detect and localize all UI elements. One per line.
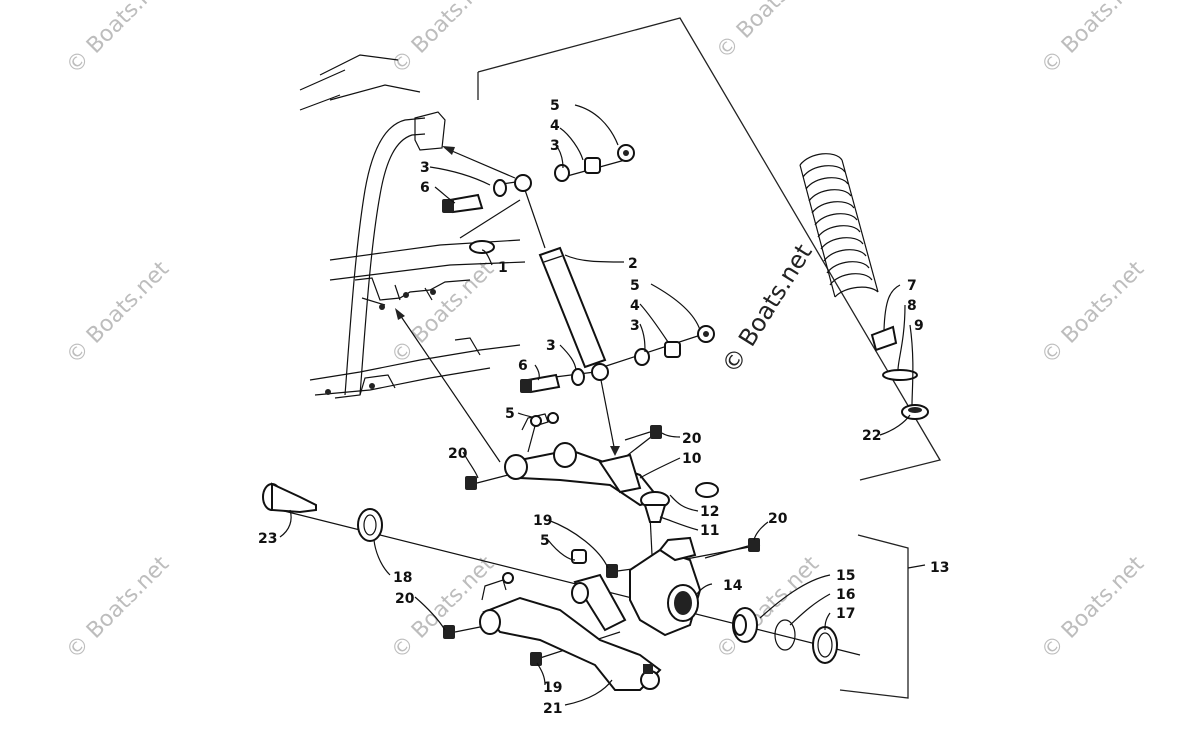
callout-16: 16 bbox=[836, 587, 855, 603]
shock-absorber bbox=[514, 174, 609, 381]
callout-6-middle: 6 bbox=[518, 358, 528, 374]
coil-spring bbox=[799, 153, 929, 420]
watermark-main: © Boats.net bbox=[716, 239, 817, 378]
watermarks: © Boats.net © Boats.net © Boats.net © Bo… bbox=[62, 0, 1150, 664]
callout-14: 14 bbox=[723, 578, 743, 594]
callout-5-upper: 5 bbox=[550, 98, 560, 114]
watermark: © Boats.net bbox=[712, 0, 825, 64]
callout-18: 18 bbox=[393, 570, 412, 586]
callout-leaders bbox=[279, 104, 914, 706]
callout-17: 17 bbox=[836, 606, 855, 622]
callout-7: 7 bbox=[907, 278, 917, 294]
callout-23: 23 bbox=[258, 531, 277, 547]
group-bracket-13 bbox=[839, 534, 926, 699]
watermark: © Boats.net bbox=[387, 256, 500, 369]
watermark: © Boats.net bbox=[1037, 256, 1150, 369]
callout-11: 11 bbox=[700, 523, 719, 539]
callout-20-lower-left: 20 bbox=[395, 591, 415, 607]
callout-19-lower: 19 bbox=[543, 680, 562, 696]
chassis-frame bbox=[299, 54, 526, 399]
hardware-middle bbox=[520, 325, 715, 394]
bearing-set bbox=[732, 607, 838, 664]
callout-9: 9 bbox=[914, 318, 924, 334]
callout-3-middle-left: 3 bbox=[546, 338, 556, 354]
callout-15: 15 bbox=[836, 568, 855, 584]
watermark: © Boats.net bbox=[1037, 551, 1150, 664]
callout-10: 10 bbox=[682, 451, 702, 467]
watermark: © Boats.net bbox=[387, 551, 500, 664]
spindle bbox=[606, 536, 760, 637]
lower-a-arm bbox=[443, 549, 662, 691]
callout-13: 13 bbox=[930, 560, 949, 576]
callout-3-upper: 3 bbox=[550, 138, 560, 154]
callout-20-right: 20 bbox=[768, 511, 788, 527]
shock-assembly-frame bbox=[477, 17, 942, 481]
watermark: © Boats.net bbox=[62, 256, 175, 369]
callout-22: 22 bbox=[862, 428, 881, 444]
callout-21: 21 bbox=[543, 701, 562, 717]
callout-1: 1 bbox=[498, 260, 508, 276]
callout-4-upper: 4 bbox=[550, 118, 560, 134]
watermark: © Boats.net bbox=[62, 0, 175, 79]
axle-and-seal bbox=[262, 482, 383, 542]
watermark: © Boats.net bbox=[712, 551, 825, 664]
callout-3-middle: 3 bbox=[630, 318, 640, 334]
callout-5-lower: 5 bbox=[540, 533, 550, 549]
callout-8: 8 bbox=[907, 298, 917, 314]
callout-20-upper-left: 20 bbox=[448, 446, 468, 462]
upper-a-arm bbox=[465, 412, 719, 523]
callout-4-middle: 4 bbox=[630, 298, 640, 314]
callout-20-upper-right: 20 bbox=[682, 431, 702, 447]
callout-2: 2 bbox=[628, 256, 638, 272]
leader-lines bbox=[279, 146, 861, 659]
callout-6-upper: 6 bbox=[420, 180, 430, 196]
watermark: © Boats.net bbox=[1037, 0, 1150, 79]
callout-5-middle: 5 bbox=[630, 278, 640, 294]
callout-5-arm: 5 bbox=[505, 406, 515, 422]
hardware-upper bbox=[442, 144, 635, 254]
callout-12: 12 bbox=[700, 504, 719, 520]
watermark: © Boats.net bbox=[387, 0, 500, 79]
callout-3-upper-left: 3 bbox=[420, 160, 430, 176]
watermark: © Boats.net bbox=[62, 551, 175, 664]
callout-19-upper: 19 bbox=[533, 513, 552, 529]
callout-labels: 5 4 3 3 6 1 2 5 4 3 3 6 5 20 20 10 12 11… bbox=[258, 98, 949, 717]
